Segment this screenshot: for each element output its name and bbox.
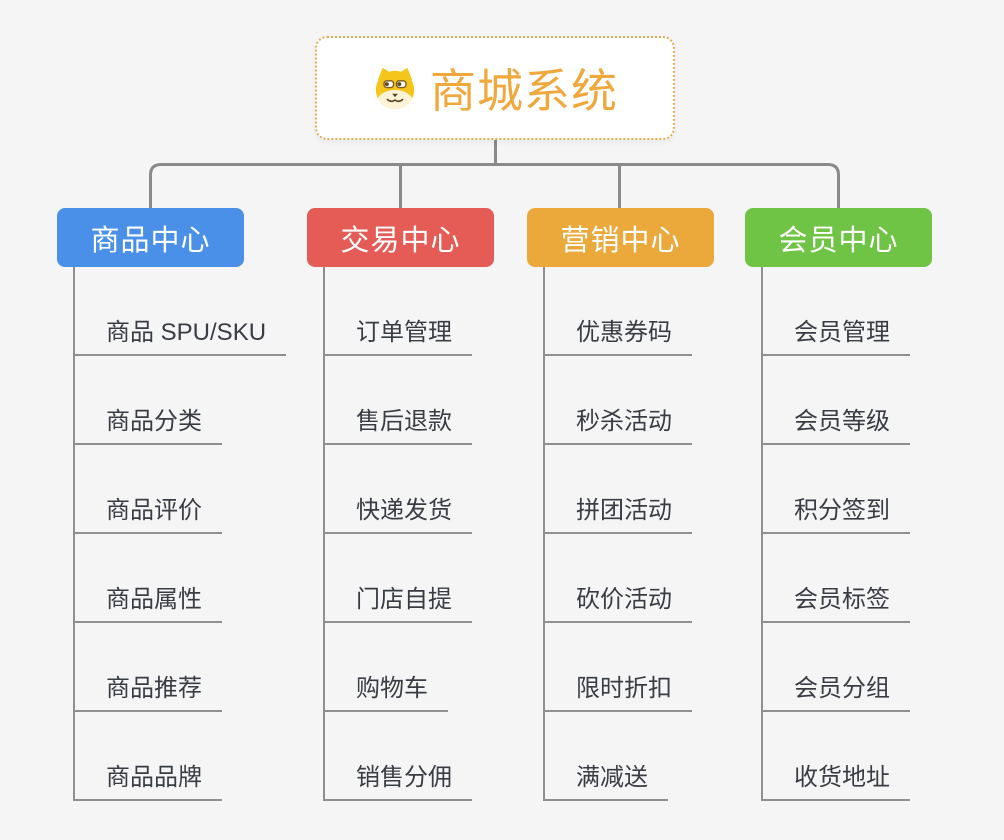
subtopic[interactable]: 快递发货 (325, 445, 472, 534)
subtopic[interactable]: 砍价活动 (545, 534, 692, 623)
branch-children: 优惠券码 秒杀活动 拼团活动 砍价活动 限时折扣 满减送 (543, 267, 692, 801)
subtopic[interactable]: 售后退款 (325, 356, 472, 445)
subtopic[interactable]: 订单管理 (325, 267, 472, 356)
subtopic[interactable]: 商品推荐 (75, 623, 222, 712)
subtopic[interactable]: 拼团活动 (545, 445, 692, 534)
branch-member-center: 会员中心 会员管理 会员等级 积分签到 会员标签 会员分组 收货地址 (745, 208, 932, 801)
subtopic[interactable]: 收货地址 (763, 712, 910, 801)
subtopic[interactable]: 购物车 (325, 623, 448, 712)
branch-children: 会员管理 会员等级 积分签到 会员标签 会员分组 收货地址 (761, 267, 910, 801)
subtopic[interactable]: 会员等级 (763, 356, 910, 445)
subtopic[interactable]: 商品品牌 (75, 712, 222, 801)
branch-topic-product-center[interactable]: 商品中心 (57, 208, 244, 267)
subtopic[interactable]: 优惠券码 (545, 267, 692, 356)
subtopic[interactable]: 限时折扣 (545, 623, 692, 712)
branch-bus-line (149, 163, 840, 209)
subtopic[interactable]: 销售分佣 (325, 712, 472, 801)
subtopic[interactable]: 商品评价 (75, 445, 222, 534)
subtopic[interactable]: 积分签到 (763, 445, 910, 534)
branch-product-center: 商品中心 商品 SPU/SKU 商品分类 商品评价 商品属性 商品推荐 商品品牌 (57, 208, 287, 801)
branch-topic-marketing-center[interactable]: 营销中心 (527, 208, 714, 267)
subtopic[interactable]: 会员标签 (763, 534, 910, 623)
root-topic[interactable]: 商城系统 (315, 36, 675, 140)
subtopic[interactable]: 商品 SPU/SKU (75, 267, 287, 356)
subtopic[interactable]: 门店自提 (325, 534, 472, 623)
subtopic[interactable]: 会员管理 (763, 267, 910, 356)
subtopic[interactable]: 秒杀活动 (545, 356, 692, 445)
subtopic[interactable]: 商品属性 (75, 534, 222, 623)
subtopic[interactable]: 商品分类 (75, 356, 222, 445)
branch-marketing-center: 营销中心 优惠券码 秒杀活动 拼团活动 砍价活动 限时折扣 满减送 (527, 208, 714, 801)
branch-children: 订单管理 售后退款 快递发货 门店自提 购物车 销售分佣 (323, 267, 472, 801)
branch-children: 商品 SPU/SKU 商品分类 商品评价 商品属性 商品推荐 商品品牌 (73, 267, 287, 801)
branch-topic-trade-center[interactable]: 交易中心 (307, 208, 494, 267)
subtopic[interactable]: 满减送 (545, 712, 668, 801)
branch-trade-center: 交易中心 订单管理 售后退款 快递发货 门店自提 购物车 销售分佣 (307, 208, 494, 801)
subtopic[interactable]: 会员分组 (763, 623, 910, 712)
root-topic-label: 商城系统 (430, 65, 618, 117)
dog-face-icon (372, 65, 418, 111)
branch-topic-member-center[interactable]: 会员中心 (745, 208, 932, 267)
